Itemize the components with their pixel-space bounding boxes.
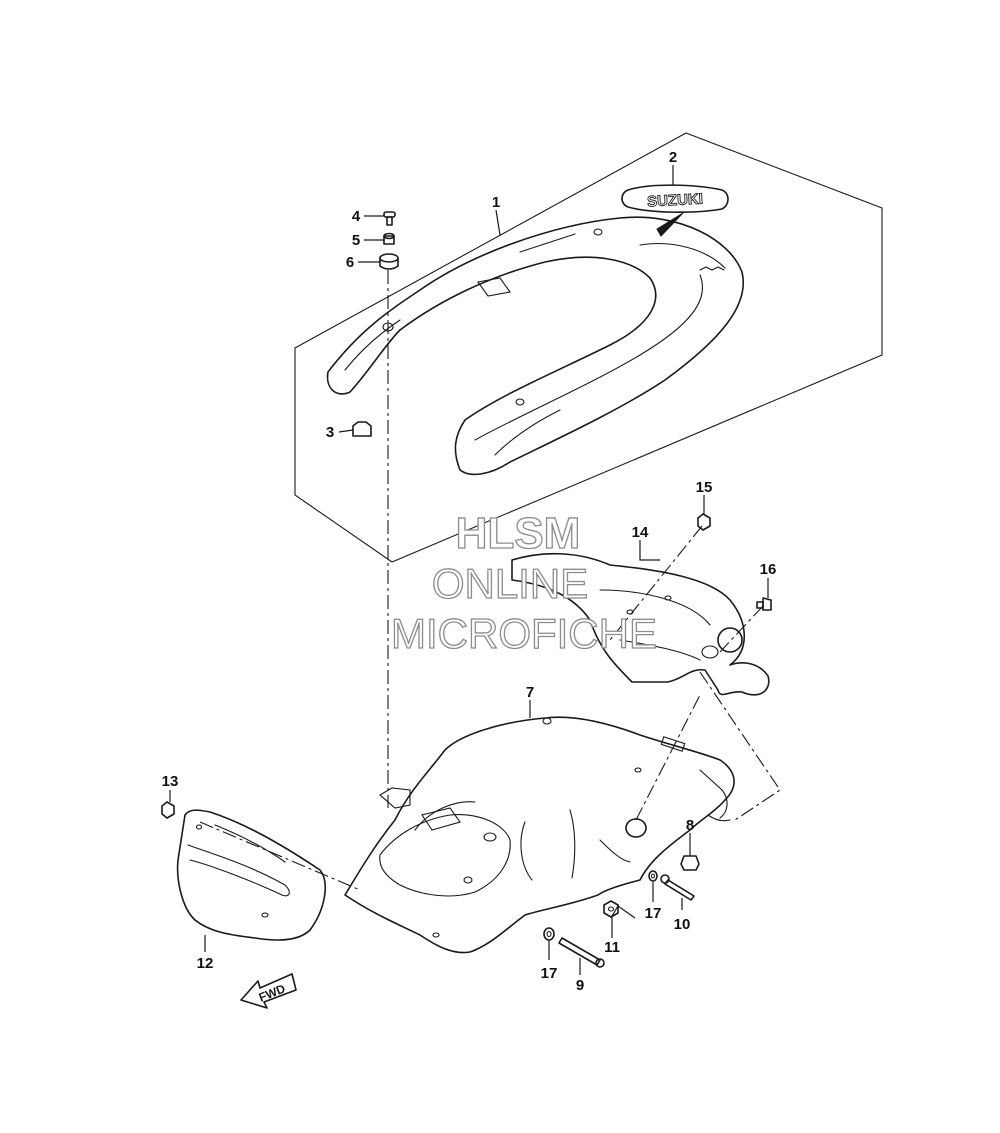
fastener-bolt-15	[697, 513, 711, 531]
callout-3: 3	[326, 424, 334, 441]
callout-2: 2	[669, 149, 677, 166]
fastener-bolt-16	[756, 597, 772, 611]
watermark-line1: HLSM	[456, 509, 581, 558]
callout-6: 6	[346, 254, 354, 271]
kit-boundary	[294, 132, 883, 563]
fastener-screw-4	[383, 211, 396, 226]
fastener-bolt-13	[161, 801, 175, 819]
fastener-grommet-6	[379, 253, 399, 270]
callout-4: 4	[352, 208, 361, 225]
alignment-line-bracket-to-fender	[699, 671, 781, 821]
watermark-line2: ONLINE	[432, 560, 588, 607]
fastener-cushion-8	[680, 855, 700, 871]
watermark: HLSM ONLINE MICROFICHE	[390, 508, 657, 657]
fastener-washer-17-upper	[648, 870, 658, 882]
part-side-cover	[176, 809, 326, 941]
callout-9: 9	[576, 977, 584, 994]
callout-7: 7	[526, 684, 534, 701]
fastener-nut-11	[603, 900, 619, 918]
fwd-label: FWD	[257, 981, 288, 1004]
fwd-arrow-icon: FWD	[240, 973, 297, 1009]
fastener-bolt-9	[558, 937, 605, 968]
emblem-arrow	[656, 212, 684, 237]
part-emblem: SUZUKI	[621, 184, 729, 237]
emblem-text: SUZUKI	[647, 191, 704, 211]
alignment-line-fender-to-bracket	[635, 694, 701, 821]
callout-16: 16	[760, 561, 777, 578]
callout-12: 12	[197, 955, 214, 972]
fastener-nut-3	[352, 421, 372, 437]
callout-labels: 1 2 3 4 5 6 7 8 9 10 11 12 13 14 15 16 1…	[162, 149, 777, 994]
fastener-collar-5	[383, 232, 395, 245]
callout-10: 10	[674, 916, 691, 933]
alignment-line-cover-to-fender	[199, 821, 361, 891]
leader-lines	[169, 165, 769, 975]
callout-1: 1	[492, 194, 500, 211]
alignment-line-bolt16	[719, 605, 764, 653]
callout-13: 13	[162, 773, 179, 790]
callout-11: 11	[604, 939, 620, 956]
watermark-line3: MICROFICHE	[391, 610, 657, 657]
callout-8: 8	[686, 817, 694, 834]
part-rear-fender	[344, 716, 735, 954]
callout-14: 14	[632, 524, 649, 541]
callout-17-upper: 17	[645, 905, 662, 922]
callout-17-lower: 17	[541, 965, 558, 982]
part-tail-cover	[326, 216, 744, 476]
fastener-bolt-10	[660, 874, 695, 901]
fastener-washer-17-lower	[543, 927, 555, 941]
callout-5: 5	[352, 232, 360, 249]
part-rear-bracket	[511, 552, 770, 696]
callout-15: 15	[696, 479, 713, 496]
